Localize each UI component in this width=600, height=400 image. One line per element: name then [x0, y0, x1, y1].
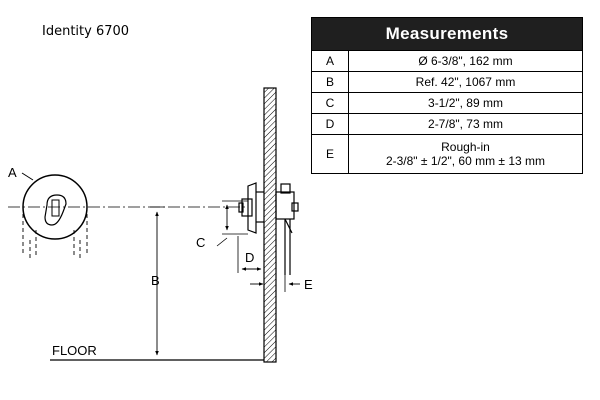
row-value-line2: 2-3/8" ± 1/2", 60 mm ± 13 mm: [385, 154, 546, 168]
row-value-line1: Rough-in: [441, 140, 490, 154]
floor-label: FLOOR: [52, 343, 97, 358]
wall: [263, 87, 277, 363]
label-b: B: [151, 273, 160, 288]
table-row: C 3-1/2", 89 mm: [311, 92, 583, 114]
row-value: Rough-in 2-3/8" ± 1/2", 60 mm ± 13 mm: [348, 134, 583, 174]
label-e: E: [304, 277, 313, 292]
side-view-valve: [238, 182, 299, 275]
dimension-b: [150, 206, 165, 356]
dimension-e: [250, 275, 300, 292]
row-key: E: [311, 134, 349, 174]
table-row: A Ø 6-3/8", 162 mm: [311, 50, 583, 72]
label-d: D: [245, 250, 254, 265]
leader-a: [21, 172, 34, 181]
label-c: C: [196, 235, 205, 250]
measurements-table: Measurements A Ø 6-3/8", 162 mm B Ref. 4…: [311, 17, 583, 174]
dimension-c: [216, 200, 248, 247]
label-a: A: [8, 165, 17, 180]
front-view-trim: [22, 174, 88, 258]
product-title: Identity 6700: [42, 24, 130, 39]
table-row: E Rough-in 2-3/8" ± 1/2", 60 mm ± 13 mm: [311, 134, 583, 174]
dimension-d: [237, 236, 265, 273]
